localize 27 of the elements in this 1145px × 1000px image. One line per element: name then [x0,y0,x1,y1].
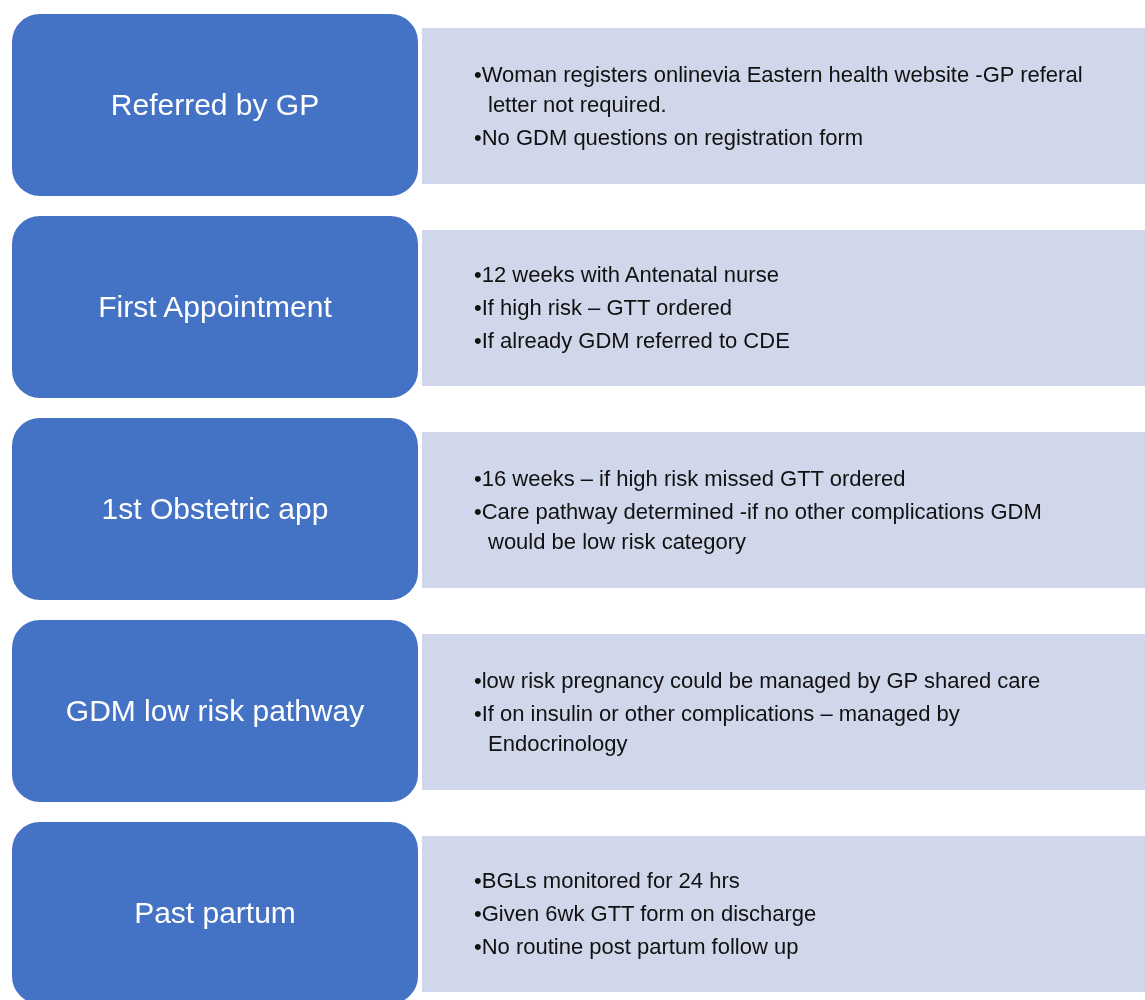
details-panel [422,836,1145,992]
stage-title: First Appointment [97,290,333,324]
stage-box [10,12,420,198]
details-panel [422,230,1145,386]
details-panel [422,634,1145,790]
bullet-point: •BGLs monitored for 24 hrs [474,867,741,895]
details-panel [422,28,1145,184]
bullet-point: •Care pathway determined -if no other complications GDM would be low risk category [474,497,1043,556]
stage-box [10,416,420,602]
bullet-point: •Woman registers onlinevia Eastern health website -GP referal letter not required. [474,60,1084,119]
bullet-point: •No GDM questions on registration form [474,123,865,152]
bullet-point: •If on insulin or other complications – managed by Endocrinology [474,699,961,758]
bullet-point: •Given 6wk GTT form on discharge [474,900,817,928]
bullet-point: •low risk pregnancy could be managed by GP shared care [474,666,1042,695]
stage-box [10,820,420,1000]
bullet-point: •16 weeks – if high risk missed GTT ordered [474,464,907,493]
stage-box [10,618,420,804]
details-panel [422,432,1145,588]
stage-title: GDM low risk pathway [64,694,366,728]
stage-box [10,214,420,400]
stage-title: Past partum [133,896,297,930]
bullet-point: •No routine post partum follow up [474,933,800,961]
bullet-point: •12 weeks with Antenatal nurse [474,261,780,289]
stage-title: 1st Obstetric app [100,492,330,526]
bullet-point: •If high risk – GTT ordered [474,294,733,322]
bullet-point: •If already GDM referred to CDE [474,327,790,355]
stage-title: Referred by GP [109,88,321,122]
